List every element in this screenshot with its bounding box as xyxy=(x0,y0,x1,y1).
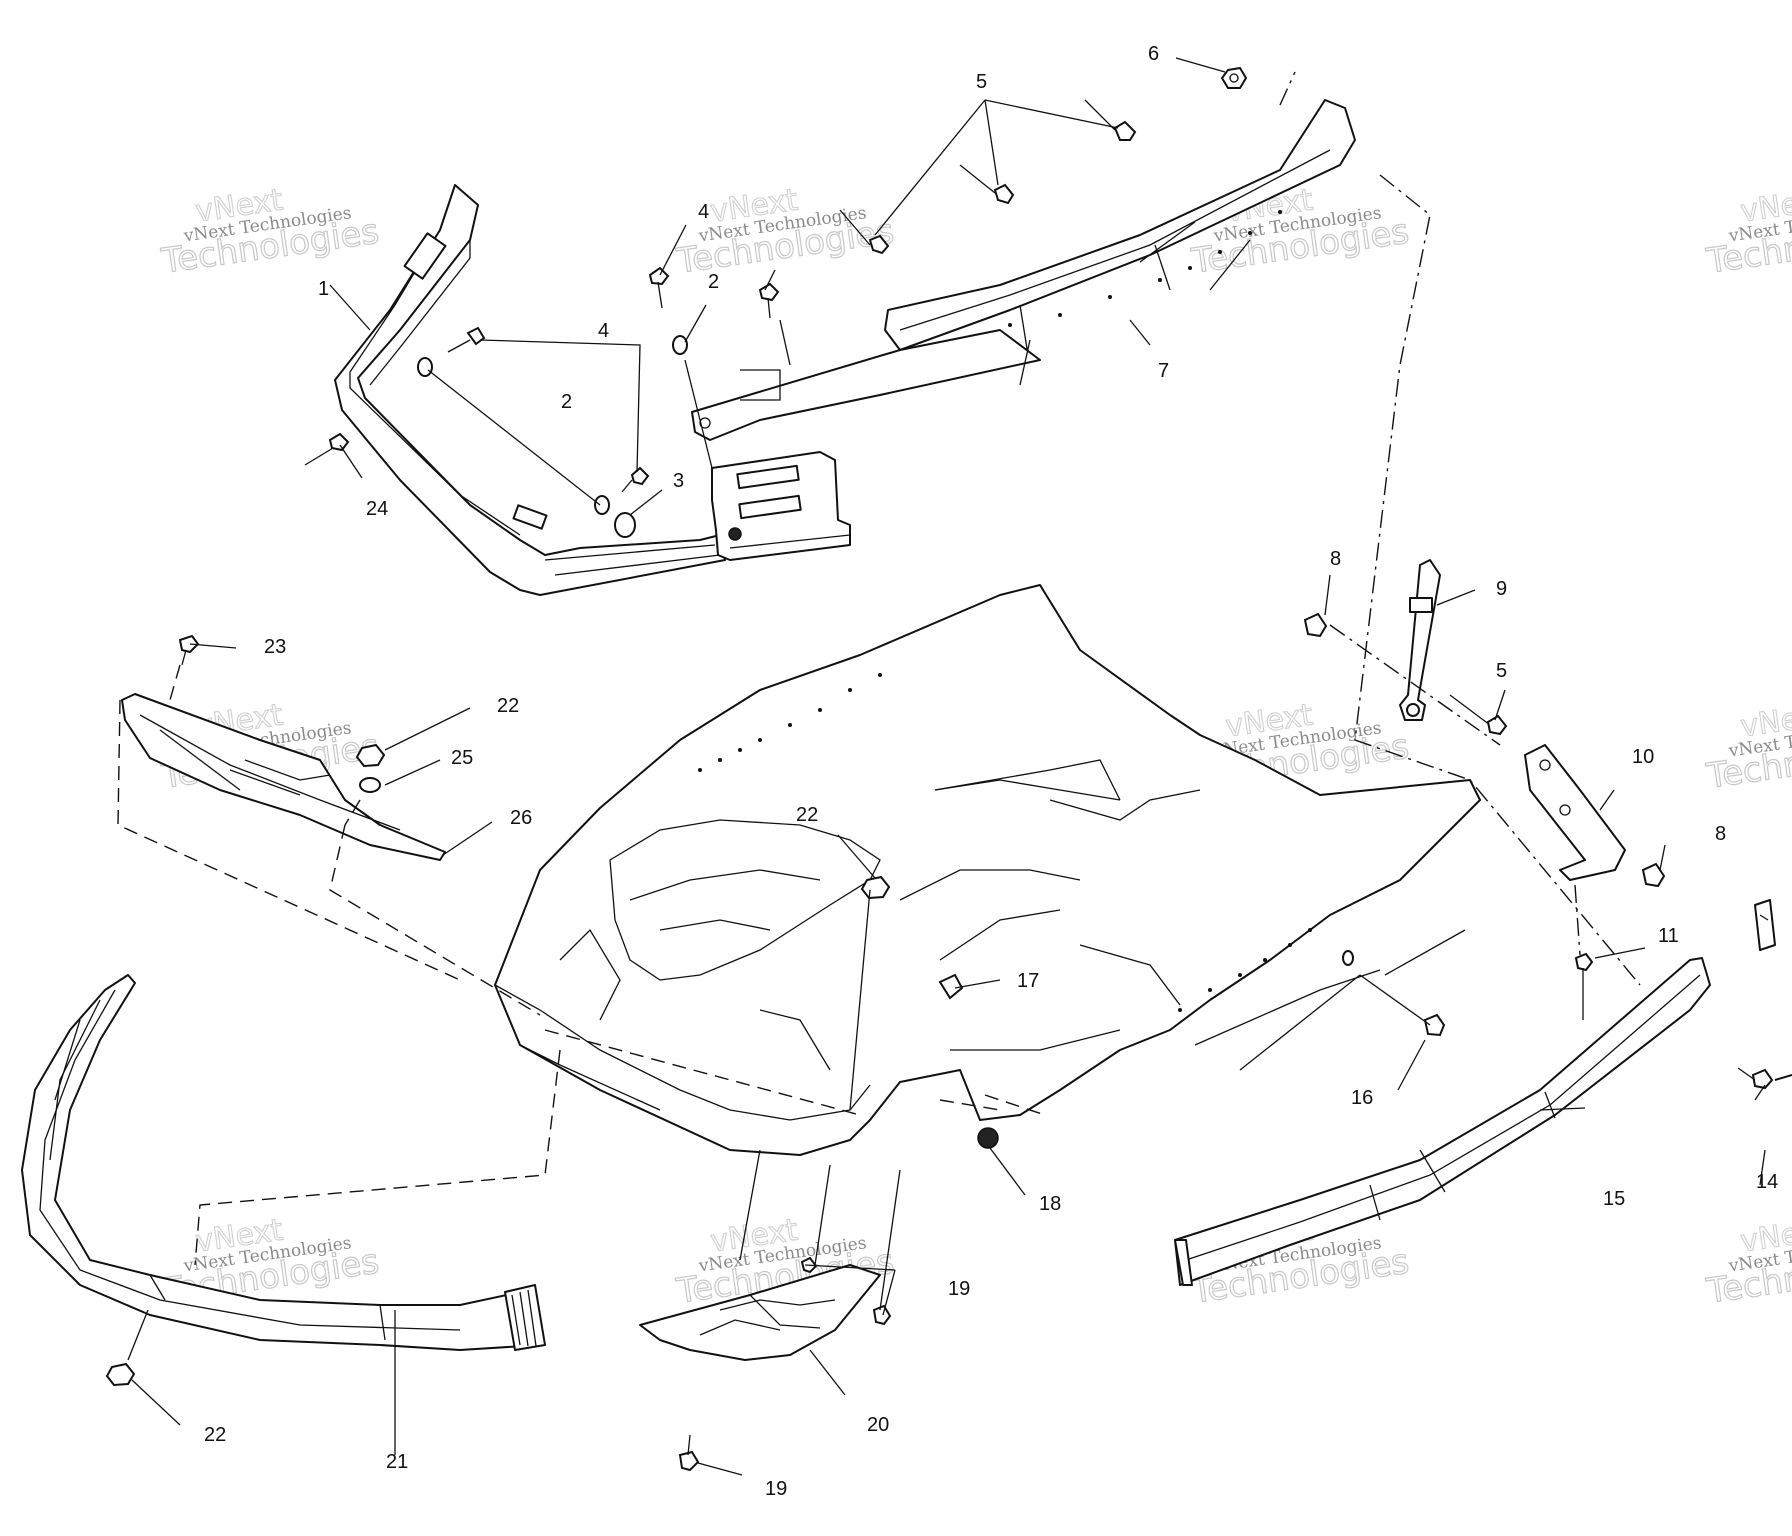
callout-23: 23 xyxy=(264,636,286,658)
callout-22: 22 xyxy=(796,804,818,826)
callout-22: 22 xyxy=(204,1424,226,1446)
nut-22 xyxy=(355,743,386,768)
callout-5: 5 xyxy=(976,71,987,93)
callout-labels: 1 2 2 3 4 4 5 5 6 7 8 8 9 10 11 14 15 16… xyxy=(204,43,1778,1500)
bolt-19 xyxy=(678,1434,700,1472)
callout-15: 15 xyxy=(1603,1188,1625,1210)
watermark: vNext vNext Technologies Technologies xyxy=(1703,697,1792,797)
bolt-14 xyxy=(1737,1067,1774,1090)
watermark: vNext vNext Technologies Technologies xyxy=(158,182,382,282)
callout-14: 14 xyxy=(1756,1171,1778,1193)
callout-26: 26 xyxy=(510,807,532,829)
bolt-19 xyxy=(872,1304,892,1326)
callout-6: 6 xyxy=(1148,43,1159,65)
nut-22 xyxy=(860,875,891,900)
nut-6 xyxy=(1220,66,1248,89)
watermark: vNext vNext Technologies Technologies xyxy=(1703,182,1792,282)
callout-17: 17 xyxy=(1017,970,1039,992)
callout-16: 16 xyxy=(1351,1087,1373,1109)
leader-lines xyxy=(127,57,1766,1476)
callout-2: 2 xyxy=(708,271,719,293)
callout-7: 7 xyxy=(1158,360,1169,382)
watermark: vNext vNext Technologies Technologies xyxy=(1703,1212,1792,1312)
assembly-lines xyxy=(117,71,1641,1311)
callout-11: 11 xyxy=(1658,925,1679,947)
callout-8: 8 xyxy=(1330,548,1341,570)
callout-10: 10 xyxy=(1632,746,1654,768)
part-21-front-bumper xyxy=(21,974,546,1351)
callout-24: 24 xyxy=(366,498,388,520)
ring-3 xyxy=(614,512,636,538)
hardware xyxy=(105,66,1774,1472)
nut-22 xyxy=(105,1362,136,1387)
clip-16 xyxy=(1342,950,1354,966)
part-20-skid-plate xyxy=(639,1264,881,1361)
callout-21: 21 xyxy=(386,1451,408,1473)
main-hood-body xyxy=(494,584,1481,1156)
callout-19: 19 xyxy=(948,1278,970,1300)
part-26-side-panel xyxy=(121,693,446,861)
watermark: vNext vNext Technologies Technologies xyxy=(1188,182,1412,282)
part-15-bumper-strip xyxy=(1174,957,1711,1286)
callout-8: 8 xyxy=(1715,823,1726,845)
callout-20: 20 xyxy=(867,1414,889,1436)
callout-3: 3 xyxy=(673,470,684,492)
rivet-24 xyxy=(304,432,350,466)
clip-17 xyxy=(938,973,964,1000)
part-10-bracket xyxy=(1524,744,1626,881)
part-9-latch-strap xyxy=(1399,559,1441,721)
callout-4: 4 xyxy=(698,201,709,223)
plug-8 xyxy=(1303,612,1328,638)
grommet-18 xyxy=(977,1127,999,1149)
callout-19: 19 xyxy=(765,1478,787,1500)
callout-5: 5 xyxy=(1496,660,1507,682)
part-7-rail xyxy=(691,99,1356,561)
rivet-5-top xyxy=(839,99,1137,255)
washer-2 xyxy=(417,282,780,515)
plug-8 xyxy=(1641,862,1666,888)
bolt-23 xyxy=(178,634,200,666)
part-1-bracket xyxy=(334,184,726,596)
callout-18: 18 xyxy=(1039,1193,1061,1215)
plug-16 xyxy=(1423,1013,1446,1037)
rivet-5-right xyxy=(1449,694,1508,736)
callout-1: 1 xyxy=(318,278,329,300)
callout-4: 4 xyxy=(598,320,609,342)
rivet-11 xyxy=(1574,952,1594,1020)
bolt-4 xyxy=(447,266,670,493)
callout-9: 9 xyxy=(1496,578,1507,600)
callout-25: 25 xyxy=(451,747,473,769)
watermark: vNext vNext Technologies Technologies xyxy=(673,182,897,282)
callout-22: 22 xyxy=(497,695,519,717)
callout-2: 2 xyxy=(561,391,572,413)
part-14-edge-pieces xyxy=(1754,899,1792,1081)
washer-25 xyxy=(359,777,381,793)
